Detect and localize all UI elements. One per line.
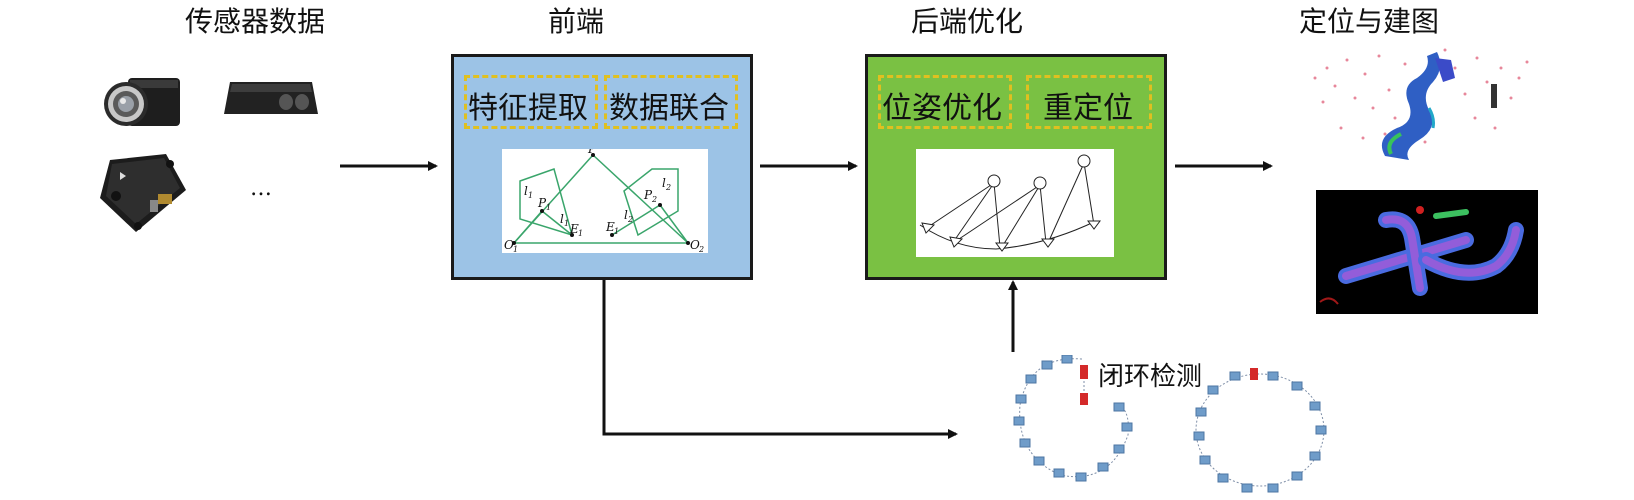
lidar-icon bbox=[224, 82, 318, 114]
label-o2: O bbox=[690, 238, 700, 252]
svg-text:1: 1 bbox=[578, 229, 583, 238]
loop-closure-graph-open bbox=[1013, 355, 1133, 482]
label-e1: E bbox=[569, 222, 579, 236]
back-end-box: 位姿优化 重定位 bbox=[865, 54, 1167, 280]
sensor-data-title: 传感器数据 bbox=[185, 5, 326, 38]
label-l1: l bbox=[524, 184, 528, 198]
svg-text:1: 1 bbox=[564, 219, 569, 228]
svg-text:2: 2 bbox=[627, 215, 633, 224]
front-end-box: 特征提取 数据联合 P O 1 bbox=[451, 54, 753, 280]
relocalization-label: 重定位 bbox=[1043, 91, 1133, 126]
svg-text:1: 1 bbox=[528, 191, 533, 200]
data-association-dash-box bbox=[604, 75, 738, 129]
feature-extraction-dash-box bbox=[464, 75, 598, 129]
label-p1: P bbox=[537, 196, 547, 210]
svg-text:1: 1 bbox=[513, 245, 518, 253]
label-l2b: l bbox=[624, 208, 628, 222]
feature-extraction-label: 特征提取 bbox=[468, 91, 588, 126]
svg-text:1: 1 bbox=[614, 227, 619, 236]
pose-optimization-dash-box bbox=[878, 75, 1012, 129]
label-l2: l bbox=[662, 176, 666, 190]
3d-map-image bbox=[1316, 190, 1538, 314]
relocalization-dash-box bbox=[1026, 75, 1152, 129]
label-p2: P bbox=[643, 188, 653, 202]
loop-closure-graph-closed bbox=[1193, 368, 1327, 493]
label-p: P bbox=[587, 149, 597, 156]
point-cloud-map-image bbox=[1313, 48, 1529, 160]
camera-icon bbox=[104, 78, 180, 126]
svg-text:2: 2 bbox=[665, 183, 671, 192]
back-end-title: 后端优化 bbox=[911, 5, 1024, 38]
more-sensors-ellipsis: … bbox=[250, 176, 272, 201]
label-e1b: E bbox=[605, 220, 615, 234]
epipolar-diagram-panel: P O 1 O 2 P 1 P 2 l 1 l 1 l 2 l 2 E 1 E bbox=[502, 142, 708, 254]
data-association-label: 数据联合 bbox=[609, 91, 729, 126]
pose-graph-panel bbox=[916, 149, 1114, 257]
svg-text:2: 2 bbox=[651, 195, 657, 204]
loop-closure-label: 闭环检测 bbox=[1098, 362, 1203, 392]
svg-text:2: 2 bbox=[698, 245, 704, 253]
pose-optimization-label: 位姿优化 bbox=[882, 91, 1002, 126]
arrow-frontend-to-loop bbox=[602, 278, 958, 439]
localization-mapping-title: 定位与建图 bbox=[1299, 5, 1440, 38]
label-l1b: l bbox=[560, 212, 564, 226]
imu-icon bbox=[100, 154, 186, 232]
label-o1: O bbox=[504, 238, 514, 252]
front-end-title: 前端 bbox=[548, 5, 605, 38]
svg-text:1: 1 bbox=[546, 203, 551, 212]
